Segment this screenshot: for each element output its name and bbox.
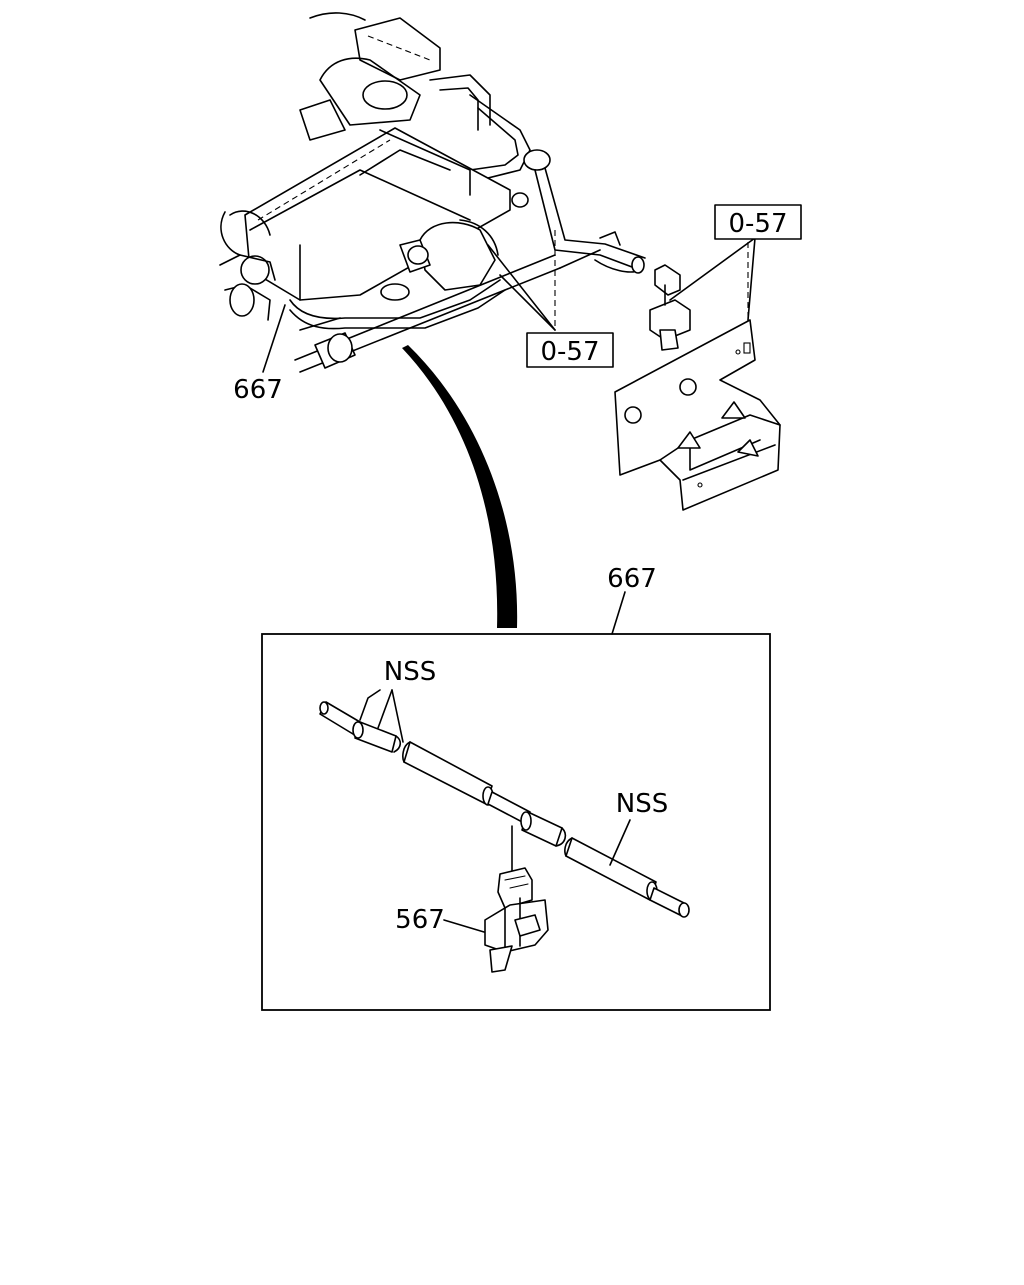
tube-assembly [319,701,690,918]
reference-box-lower[interactable]: 0-57 [526,332,614,368]
engine-assembly [219,12,646,373]
detail-frame [261,633,771,1011]
part-number-567[interactable]: 567 [395,905,445,935]
nss-label-upper[interactable]: NSS [384,657,436,687]
clip-567 [484,825,549,973]
detail-pointer [402,345,518,628]
reference-box-lower-label: 0-57 [540,337,599,367]
reference-box-upper[interactable]: 0-57 [714,204,802,240]
nss-label-lower[interactable]: NSS [616,789,668,819]
valve-bracket-assembly [614,232,781,511]
part-number-667-detail[interactable]: 667 [607,564,657,594]
part-number-667-top[interactable]: 667 [233,375,283,405]
reference-box-upper-label: 0-57 [728,209,787,239]
